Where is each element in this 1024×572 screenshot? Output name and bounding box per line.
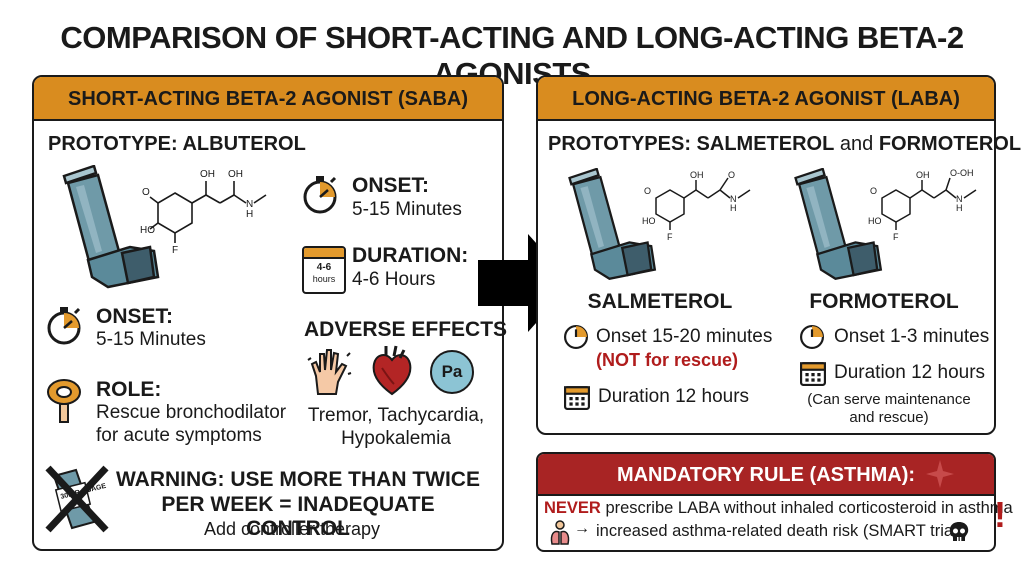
rule-exclaim: ! bbox=[994, 494, 1006, 535]
saba-duration-label: DURATION: bbox=[352, 244, 469, 267]
salmeterol-duration: Duration 12 hours bbox=[598, 386, 750, 407]
saba-onset2-value: 5-15 Minutes bbox=[96, 329, 206, 350]
svg-text:OH: OH bbox=[916, 170, 930, 180]
formoterol-structure: O HO F OH O-OH NH bbox=[868, 168, 977, 242]
calendar-text-bottom: hours bbox=[312, 274, 336, 284]
svg-text:O-OH: O-OH bbox=[950, 168, 974, 178]
respiratory-icon bbox=[550, 520, 570, 545]
svg-text:HO: HO bbox=[642, 216, 656, 226]
stopwatch-icon bbox=[303, 174, 337, 214]
saba-prototype: PROTOTYPE: ALBUTEROL bbox=[48, 133, 306, 155]
salmeterol-name: SALMETEROL bbox=[587, 290, 733, 313]
rule-never: NEVER bbox=[544, 499, 601, 517]
clock-icon bbox=[800, 325, 824, 349]
saba-onset2-label: ONSET: bbox=[96, 305, 174, 328]
rule-panel: MANDATORY RULE (ASTHMA): bbox=[536, 452, 996, 552]
rule-line1: NEVER prescribe LABA without inhaled cor… bbox=[544, 499, 1013, 518]
saba-onset-value: 5-15 Minutes bbox=[352, 199, 462, 220]
saba-warning-sub: Add controller therapy bbox=[203, 519, 381, 539]
formoterol-note1: (Can serve maintenance bbox=[807, 391, 971, 408]
saba-role-line1: Rescue bronchodilator bbox=[96, 402, 287, 423]
calendar-icon bbox=[564, 386, 590, 410]
svg-text:N: N bbox=[246, 199, 253, 210]
respiratory-icon bbox=[47, 379, 81, 423]
calendar-icon bbox=[800, 362, 826, 386]
tremor-hand-icon bbox=[307, 349, 352, 395]
svg-text:F: F bbox=[667, 232, 673, 242]
saba-duration-value: 4-6 Hours bbox=[352, 269, 436, 290]
svg-text:F: F bbox=[172, 245, 178, 256]
svg-text:F: F bbox=[893, 232, 899, 242]
saba-onset-label: ONSET: bbox=[352, 174, 430, 197]
rule-line1-text: prescribe LABA without inhaled corticost… bbox=[605, 499, 1013, 517]
no-inhaler-icon: 30ICR USAGE bbox=[45, 465, 109, 533]
page-title: COMPARISON OF SHORT-ACTING AND LONG-ACTI… bbox=[60, 20, 964, 91]
rule-arrow: → bbox=[574, 520, 590, 537]
clock-icon bbox=[564, 325, 588, 349]
saba-role-label: ROLE: bbox=[96, 378, 162, 401]
heart-icon bbox=[372, 345, 412, 396]
laba-panel: LONG-ACTING BETA-2 AGONIST (LABA) bbox=[536, 75, 996, 435]
svg-text:HO: HO bbox=[868, 216, 882, 226]
salmeterol-note: (NOT for rescue) bbox=[596, 350, 739, 370]
saba-adverse-line2: Hypokalemia bbox=[341, 428, 451, 449]
svg-text:O: O bbox=[870, 186, 877, 196]
albuterol-structure: O HO F OH OH NH bbox=[140, 169, 267, 256]
svg-text:H: H bbox=[246, 209, 253, 220]
svg-text:N: N bbox=[730, 194, 737, 204]
svg-text:OH: OH bbox=[200, 169, 215, 180]
sparkle-icon bbox=[926, 460, 954, 488]
svg-text:N: N bbox=[956, 194, 963, 204]
laba-header: LONG-ACTING BETA-2 AGONIST (LABA) bbox=[538, 77, 994, 121]
stopwatch-icon bbox=[47, 305, 81, 345]
calendar-icon: 4-6 hours bbox=[302, 246, 346, 294]
laba-prototypes-a: PROTOTYPES: SALMETEROL bbox=[548, 133, 835, 155]
potassium-label: Pa bbox=[441, 362, 463, 381]
saba-adverse-line1: Tremor, Tachycardia, bbox=[307, 405, 485, 426]
saba-warning-line1: WARNING: USE MORE THAN TWICE bbox=[116, 468, 480, 491]
svg-text:O: O bbox=[142, 187, 150, 198]
salmeterol-onset: Onset 15-20 minutes bbox=[596, 326, 773, 347]
saba-warning-line2: PER WEEK = INADEQUATE CONTROL bbox=[161, 493, 435, 540]
svg-text:OH: OH bbox=[690, 170, 704, 180]
svg-text:H: H bbox=[956, 203, 963, 213]
laba-prototypes-and: and bbox=[839, 133, 874, 155]
rule-line2: increased asthma-related death risk (SMA… bbox=[596, 522, 963, 540]
saba-header: SHORT-ACTING BETA-2 AGONIST (SABA) bbox=[34, 77, 502, 121]
saba-panel: SHORT-ACTING BETA-2 AGONIST (SABA) bbox=[32, 75, 504, 551]
svg-text:HO: HO bbox=[140, 225, 155, 236]
calendar-text-top: 4-6 bbox=[316, 262, 332, 273]
saba-adverse-label: ADVERSE EFFECTS bbox=[304, 318, 508, 341]
skull-icon bbox=[949, 522, 969, 541]
rule-header: MANDATORY RULE (ASTHMA): bbox=[538, 454, 994, 496]
formoterol-note2: and rescue) bbox=[849, 409, 929, 426]
saba-role-line2: for acute symptoms bbox=[96, 425, 262, 446]
svg-text:OH: OH bbox=[228, 169, 243, 180]
formoterol-name: FORMOTEROL bbox=[809, 290, 959, 313]
svg-text:O: O bbox=[728, 170, 735, 180]
svg-text:O: O bbox=[644, 186, 651, 196]
laba-prototypes: PROTOTYPES: SALMETEROL and FORMOTEROL bbox=[548, 133, 1021, 156]
formoterol-duration: Duration 12 hours bbox=[834, 362, 986, 383]
rule-header-text: MANDATORY RULE (ASTHMA): bbox=[616, 464, 916, 486]
svg-text:H: H bbox=[730, 203, 737, 213]
formoterol-onset: Onset 1-3 minutes bbox=[834, 326, 990, 347]
laba-prototypes-b: FORMOTEROL bbox=[878, 133, 1022, 155]
potassium-icon: Pa bbox=[430, 350, 474, 394]
